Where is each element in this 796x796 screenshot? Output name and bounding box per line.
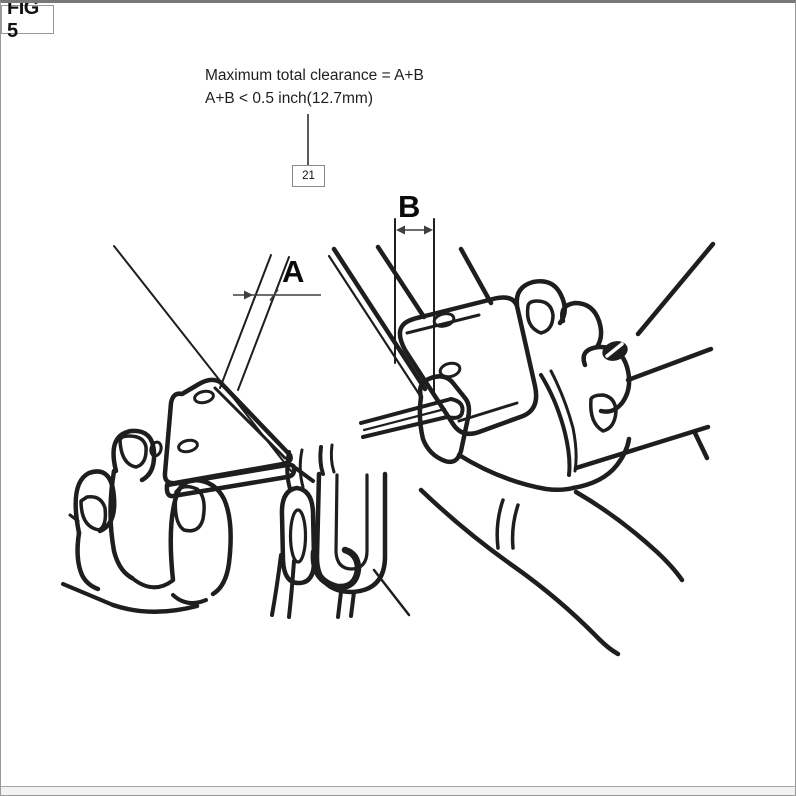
page-bottom-edge [1,786,795,795]
callout-leader-line [307,114,309,166]
left-hand [61,428,233,614]
chain-links [270,443,411,619]
dimension-a-graphics [233,289,321,301]
frame-bars [327,241,716,471]
right-hand [417,279,685,657]
clearance-illustration [61,218,716,657]
callout-box: 21 [292,165,325,187]
figure-label: FIG 5 [7,0,39,42]
right-bracket [359,295,578,477]
clearance-note-line-2: A+B < 0.5 inch(12.7mm) [205,89,373,107]
dimension-label-b: B [398,189,421,224]
clearance-note: Maximum total clearance = A+B A+B < 0.5 … [205,65,424,110]
figure-label-box: FIG 5 [1,3,54,42]
dimension-label-a: A [282,254,305,289]
callout-number: 21 [302,170,315,182]
clearance-note-line-1: Maximum total clearance = A+B [205,67,424,84]
